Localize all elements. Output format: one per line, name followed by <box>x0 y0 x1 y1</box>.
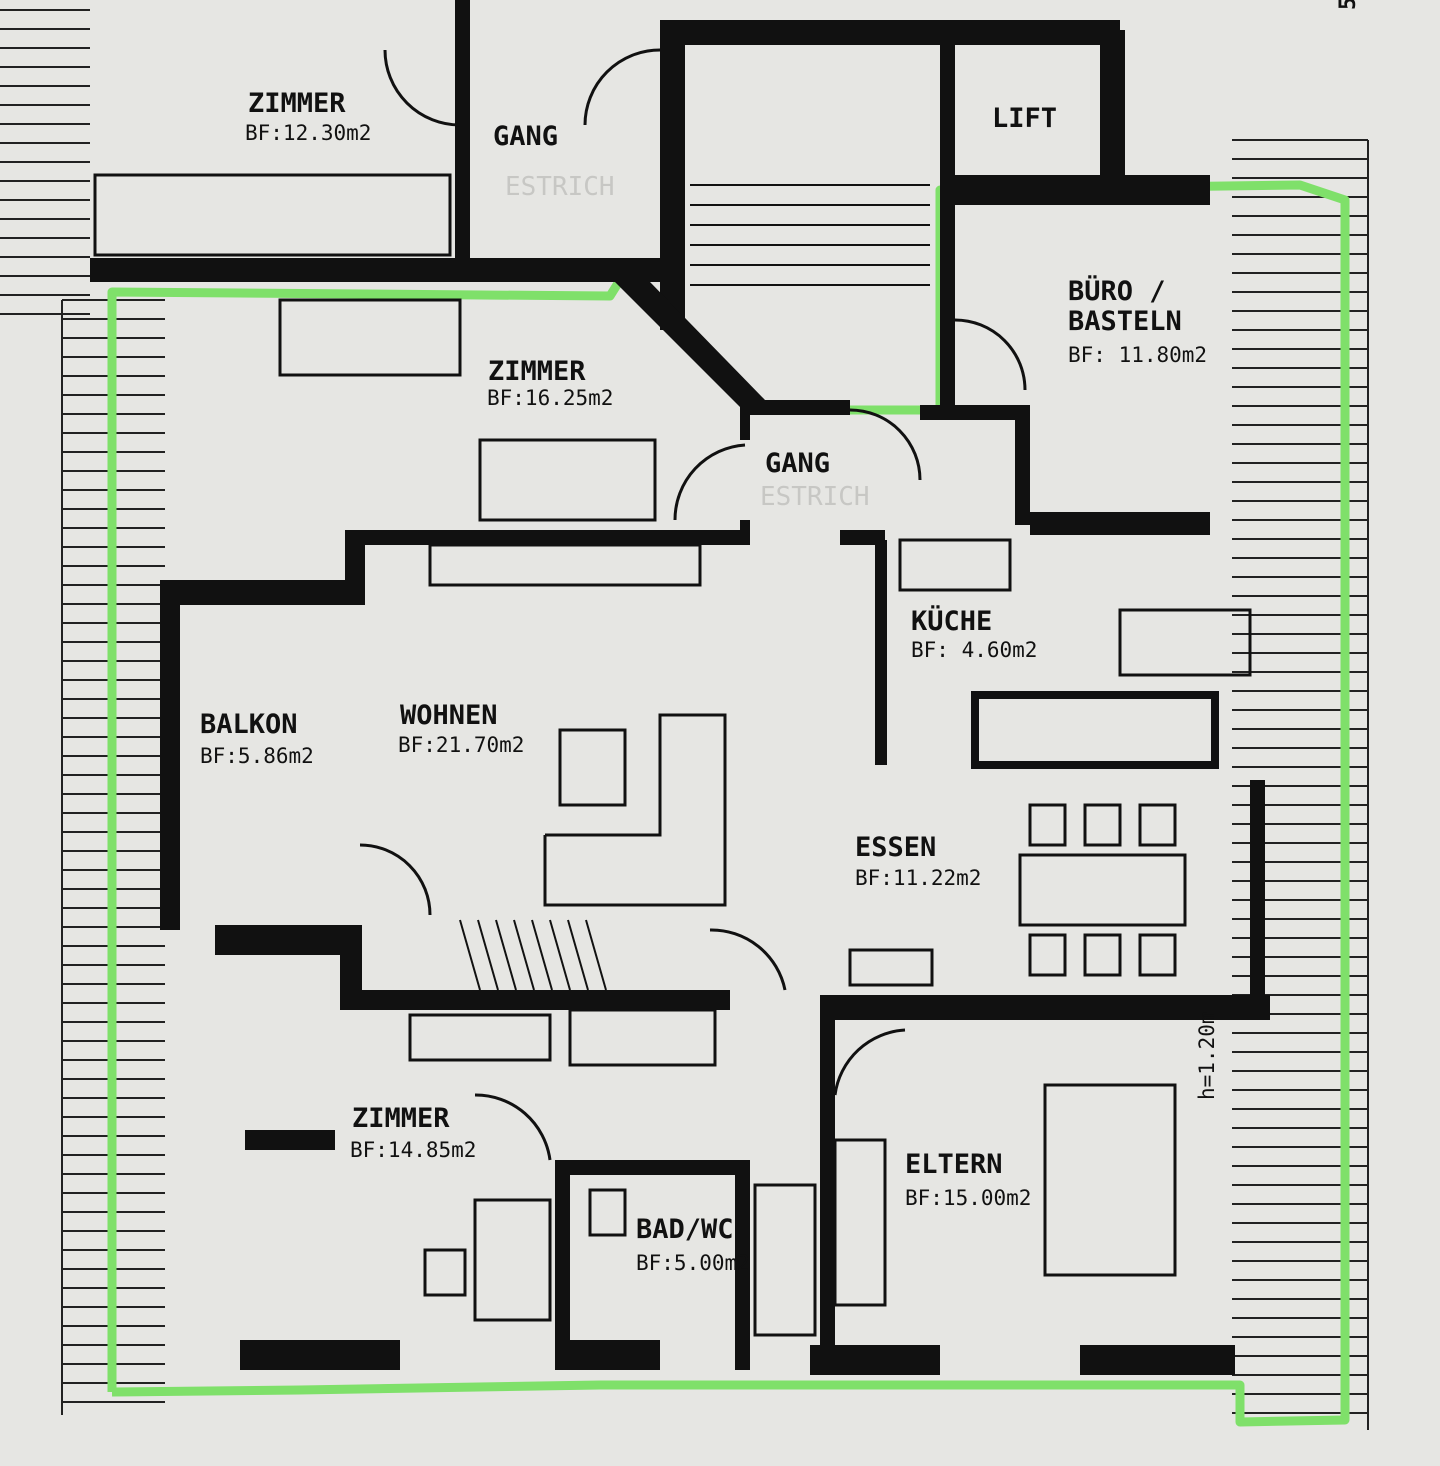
room-name: LIFT <box>992 103 1057 134</box>
room-name: KÜCHE <box>911 604 992 637</box>
faint-label-estrich: ESTRICH <box>760 482 870 512</box>
stair-tread <box>549 919 571 991</box>
room-name: ESSEN <box>855 832 936 863</box>
room-area: BF:5.86m2 <box>200 744 314 768</box>
apartment-outline <box>107 180 1350 1427</box>
room-area: BF:16.25m2 <box>487 386 613 410</box>
room-name: WOHNEN <box>400 700 498 731</box>
faint-label-estrich: ESTRICH <box>505 172 615 202</box>
stair-tread <box>567 919 589 991</box>
stair-tread <box>585 919 607 991</box>
stair-tread <box>495 919 517 991</box>
furniture <box>93 48 1252 1337</box>
page-number: 5 <box>1336 0 1361 10</box>
room-area: BF:14.85m2 <box>350 1138 476 1162</box>
room-name: GANG <box>765 448 830 479</box>
room-area: BF:15.00m2 <box>905 1186 1031 1210</box>
room-area: BF: 11.80m2 <box>1068 343 1207 367</box>
stair-tread <box>513 919 535 991</box>
room-labels: ZIMMER BF:12.30m2 GANG LIFT BÜRO / BASTE… <box>200 0 1361 1275</box>
room-area: BF:11.22m2 <box>855 866 981 890</box>
room-area: BF:12.30m2 <box>245 121 371 145</box>
staircase <box>459 184 930 991</box>
room-name: ZIMMER <box>352 1103 450 1134</box>
room-name: BAD/WC <box>636 1214 734 1245</box>
room-area: BF:5.00m2 <box>636 1251 750 1275</box>
room-area: BF: 4.60m2 <box>911 638 1037 662</box>
room-area: BF:21.70m2 <box>398 733 524 757</box>
stair-tread <box>531 919 553 991</box>
walls <box>90 0 1270 1375</box>
room-name: GANG <box>493 121 558 152</box>
room-name: ZIMMER <box>248 88 346 119</box>
room-name: BALKON <box>200 709 298 740</box>
height-note: h=1.20m <box>1195 1011 1219 1100</box>
room-name: ZIMMER <box>488 356 586 387</box>
stair-tread <box>459 919 481 991</box>
room-name: BASTELN <box>1068 306 1182 337</box>
room-name: BÜRO / <box>1068 274 1166 307</box>
stair-tread <box>477 919 499 991</box>
room-name: ELTERN <box>905 1149 1003 1180</box>
